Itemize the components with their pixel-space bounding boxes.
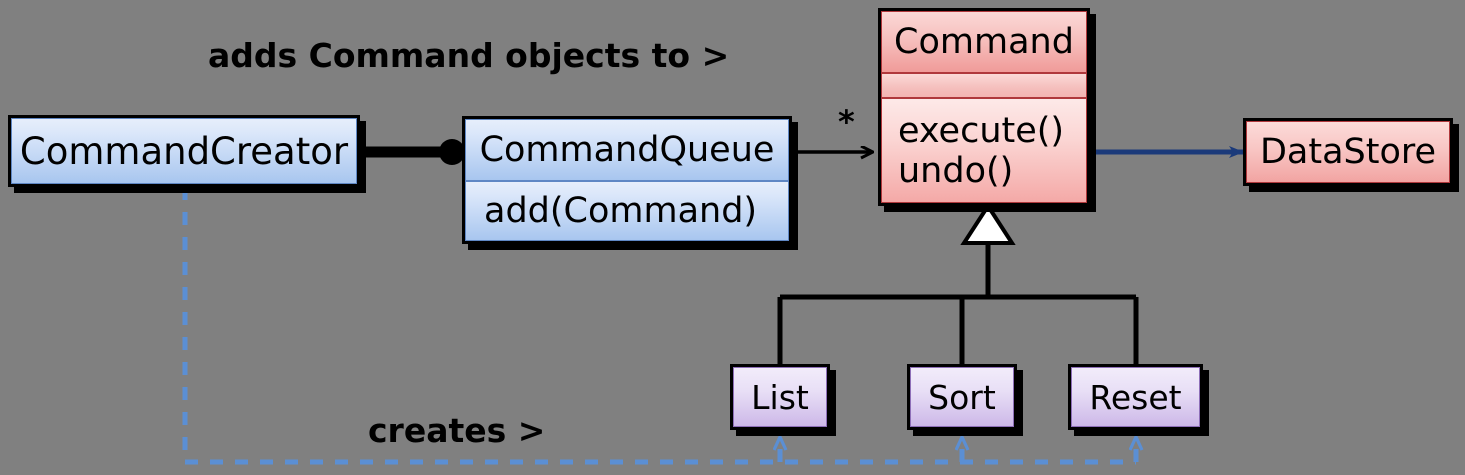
class-operation-undo: undo() — [898, 150, 1014, 191]
class-operation-execute: execute() — [898, 110, 1065, 151]
class-box-list[interactable]: List — [730, 364, 830, 430]
edge-creator-to-queue — [360, 139, 465, 165]
class-name-command-queue: CommandQueue — [465, 119, 789, 181]
edge-label-adds-command-objects-to: adds Command objects to > — [208, 36, 730, 75]
class-box-sort[interactable]: Sort — [907, 364, 1017, 430]
class-box-data-store[interactable]: DataStore — [1243, 118, 1453, 186]
class-name-data-store: DataStore — [1246, 121, 1450, 183]
class-attributes-compartment-command — [881, 73, 1087, 98]
class-name-command-creator: CommandCreator — [11, 118, 357, 184]
class-name-command: Command — [881, 11, 1087, 73]
class-box-command[interactable]: Command execute() undo() — [878, 8, 1090, 206]
class-name-list: List — [733, 367, 827, 427]
class-box-command-queue[interactable]: CommandQueue add(Command) — [462, 116, 792, 244]
edge-generalization — [777, 202, 1139, 364]
class-operations-compartment-command: execute() undo() — [881, 98, 1087, 203]
class-box-reset[interactable]: Reset — [1068, 364, 1203, 430]
class-box-command-creator[interactable]: CommandCreator — [8, 115, 360, 187]
class-operation-add-command: add(Command) — [465, 181, 789, 241]
multiplicity-star-label: * — [838, 103, 855, 141]
edge-label-creates: creates > — [368, 411, 546, 450]
class-name-reset: Reset — [1071, 367, 1200, 427]
class-name-sort: Sort — [910, 367, 1014, 427]
